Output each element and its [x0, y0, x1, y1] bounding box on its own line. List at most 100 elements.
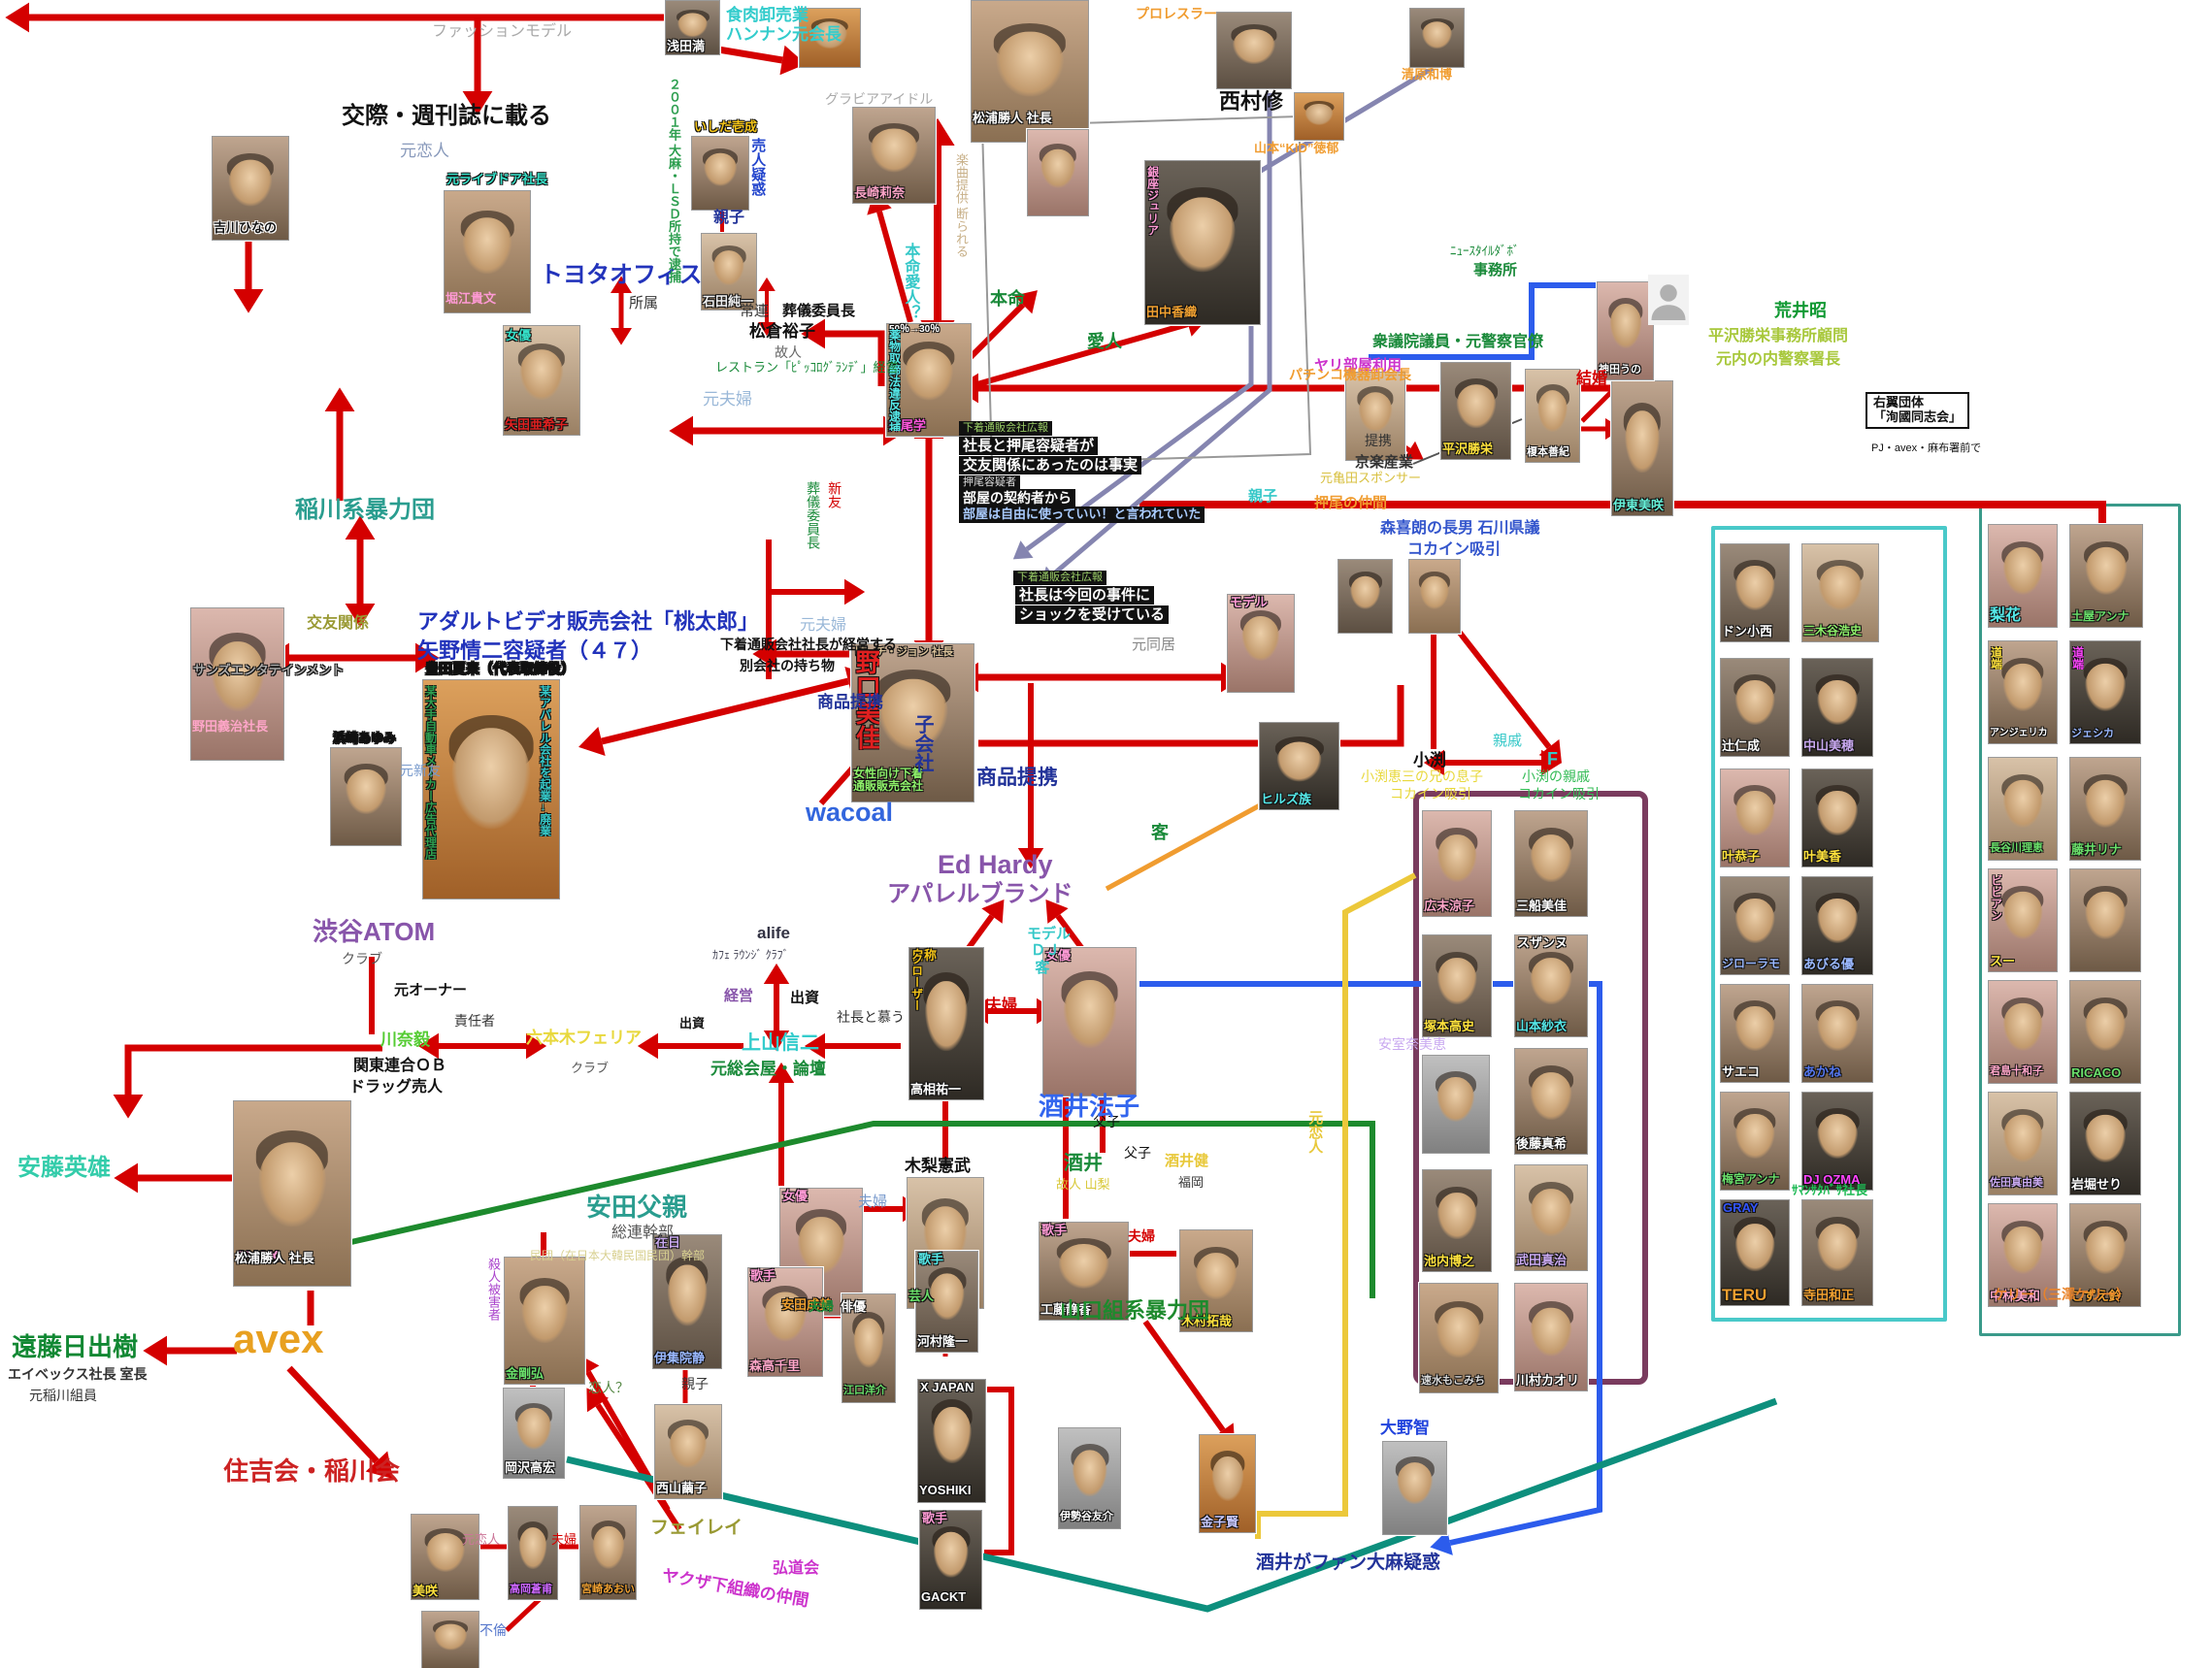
label-26: ヤリ部屋利用	[1314, 357, 1403, 374]
photo-miyazaki-aoi	[579, 1505, 637, 1600]
photo-name-kimura-takuya: 木村拓哉	[1181, 1314, 1233, 1328]
label-39: 親子	[1248, 488, 1278, 505]
photo-nishimura-osamu	[1216, 12, 1292, 89]
label-44: F	[1547, 749, 1558, 769]
face-shape	[905, 348, 953, 401]
label-68: 元総会屋・論壇	[710, 1060, 826, 1078]
face-shape	[1734, 1006, 1775, 1051]
photo-kimijima-towako	[1988, 980, 2058, 1084]
label-22: 清原和博	[1402, 67, 1453, 82]
photo-name-hills-man: ヒルズ族	[1261, 792, 1312, 806]
photo-side-label-tanaka-kaori: 銀座ジュリア	[1146, 166, 1159, 236]
face-shape	[521, 1285, 568, 1344]
arrowhead	[763, 963, 790, 984]
photo-hasegawa-rie	[1988, 757, 2058, 861]
arrowhead	[1017, 848, 1044, 869]
label-40: 森喜朗の長男 石川県議	[1380, 520, 1540, 537]
photo-takaso-yuichi	[908, 947, 984, 1100]
relationship-edge-68	[1139, 981, 1602, 1546]
face-shape	[1195, 1252, 1238, 1299]
label-113: 殺人被害者	[485, 1258, 501, 1321]
relationship-edge-23	[601, 677, 849, 745]
photo-yada-akiko	[503, 325, 580, 436]
photo-top-label-kudo-shizuka: 歌手	[1041, 1223, 1068, 1237]
face-shape	[2002, 780, 2043, 828]
face-shape	[1625, 410, 1660, 473]
photo-name-miyazaki-aoi: 宮崎あおい	[581, 1584, 635, 1595]
arrowhead	[143, 1335, 167, 1366]
arrowhead	[981, 899, 1005, 924]
label-117: 矢野情二容疑者（４７）	[417, 638, 653, 663]
photo-name-enomoto-yoshinori: 榎本善紀	[1527, 446, 1569, 458]
label-110: 元稲川組員	[29, 1388, 97, 1403]
label-73: 責任者	[454, 1013, 495, 1029]
label-109: エイベックス社長 室長	[8, 1366, 148, 1382]
label-61: モデル ＤＪ 客	[1027, 926, 1072, 976]
relationship-edge-10	[825, 330, 885, 386]
label-121: 下着通販会社広報	[959, 421, 1052, 436]
photo-name-hasegawa-rie: 長谷川理恵	[1990, 842, 2043, 854]
photo-gackt	[919, 1510, 982, 1610]
relationship-edge-56	[505, 1597, 542, 1632]
photo-name-teru: TERU	[1722, 1286, 1767, 1304]
photo-terada-kazumasa	[1801, 1199, 1873, 1306]
photo-name-tsuji-jinsei: 辻仁成	[1722, 738, 1761, 753]
photo-sakai-noriko	[1042, 947, 1137, 1096]
arrowhead	[1012, 540, 1034, 560]
photo-name-nishiyama-mayuko: 西山繭子	[656, 1481, 708, 1495]
relationship-edge-72	[1255, 872, 1417, 1539]
photo-name-kudo-shizuka: 工藤静香	[1040, 1302, 1092, 1317]
arrowhead	[345, 515, 376, 540]
label-25: 事務所	[1473, 262, 1518, 278]
label-42: 親戚	[1493, 733, 1523, 749]
photo-side-label-takaso-yuichi: クローザー	[910, 953, 923, 1011]
photo-name-nagasaki-rina: 長崎莉奈	[854, 185, 906, 200]
photo-top-label-teru: GRAY	[1723, 1200, 1759, 1215]
photo-top-label-model-woman: モデル	[1230, 595, 1269, 609]
photo-top-label-ijuin-shizuka: 在日	[655, 1235, 681, 1250]
photo-hayami-mokomichi	[1419, 1283, 1499, 1393]
relationship-edge-40	[124, 1044, 382, 1095]
label-114: 稲川系暴力団	[295, 497, 435, 523]
label-50: 葬儀委員長	[806, 481, 822, 549]
photo-name-kanda-uno: 神田うの	[1599, 364, 1641, 376]
label-0: ファッションモデル	[432, 23, 573, 40]
photo-name-mifune-mika: 三船美佳	[1516, 899, 1568, 913]
photo-sada-mayumi	[1988, 1092, 2058, 1195]
label-127: 下着通販会社広報	[1013, 571, 1106, 585]
photo-ohno-satoshi	[1382, 1441, 1447, 1535]
photo-goto-maki	[1514, 1048, 1588, 1155]
label-84: 夫婦	[1128, 1228, 1155, 1244]
photo-name-tsuchiya-anna: 土屋アンナ	[2071, 609, 2129, 623]
label-60: 客	[1151, 823, 1169, 842]
arrowhead	[526, 1032, 547, 1060]
label-45: 小渕恵三の兄の息子	[1361, 769, 1483, 784]
label-104: 親子	[681, 1376, 709, 1391]
photo-name-yada-akiko: 矢田亜希子	[505, 417, 569, 432]
photo-name-abiru-yu: あびる優	[1803, 957, 1855, 971]
photo-name-kozue-suzu: こずえ鈴	[2071, 1289, 2122, 1303]
label-88: 父子	[1093, 1114, 1120, 1129]
label-31: PJ・avex・麻布署前で	[1871, 442, 1982, 454]
face-shape	[2085, 664, 2126, 711]
photo-name-ishida-junichi: 石田純一	[703, 294, 754, 309]
face-shape	[677, 13, 709, 38]
relationship-edge-69	[290, 1121, 1375, 1298]
photo-iwahori-seri	[2069, 1092, 2141, 1195]
face-shape	[1241, 616, 1280, 661]
relationship-edge-21	[876, 211, 913, 323]
label-1: 交際・週刊誌に載る	[342, 103, 551, 129]
label-24: ﾆｭｰｽﾀｲﾙﾀﾞﾎﾞ	[1450, 244, 1520, 258]
label-58: Ed Hardy	[938, 850, 1053, 879]
arrowhead	[637, 1032, 658, 1060]
face-shape	[1818, 566, 1863, 610]
label-118: 安室奈美恵	[1378, 1036, 1446, 1052]
photo-name-goto-maki: 後藤真希	[1516, 1136, 1568, 1151]
label-28: 平沢勝栄事務所顧問	[1708, 328, 1849, 344]
face-shape	[2002, 1003, 2043, 1051]
photo-akane	[1801, 984, 1873, 1083]
photo-name-kongo-hiroshi: 金剛弘	[506, 1366, 545, 1381]
photo-top-label-yada-akiko: 女優	[506, 328, 532, 343]
photo-name-yoshikawa-hinano: 吉川ひなの	[214, 220, 278, 235]
face-shape	[704, 152, 737, 186]
